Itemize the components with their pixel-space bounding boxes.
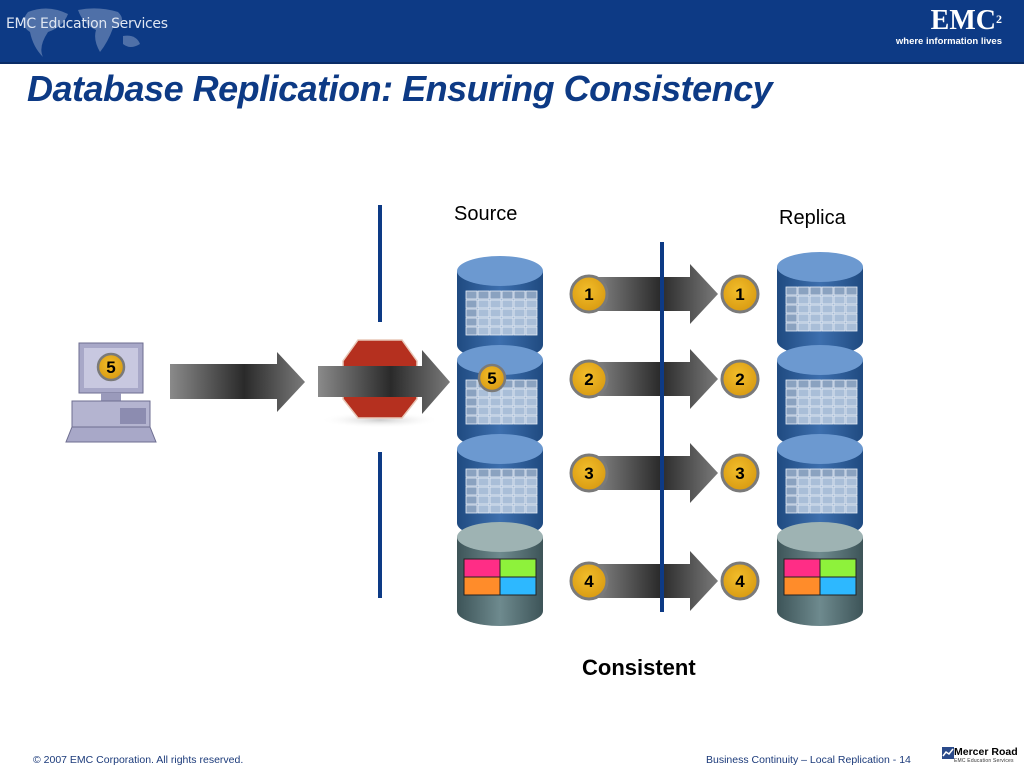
partner-name: Mercer Road [954, 746, 1018, 758]
copyright-text: © 2007 EMC Corporation. All rights reser… [33, 754, 244, 766]
blocked-write-arrow [318, 350, 450, 414]
footer-course-info: Business Continuity – Local Replication … [706, 754, 911, 766]
replica-step-badge: 1 [720, 274, 760, 314]
host-badge: 5 [96, 352, 126, 382]
page-number: 14 [899, 754, 911, 766]
replica-step-badge: 4 [720, 561, 760, 601]
mercer-road-icon [942, 747, 954, 759]
logo-superscript: 2 [996, 12, 1002, 26]
replica-label: Replica [779, 207, 846, 229]
separator: - [892, 754, 897, 766]
world-map-icon [23, 8, 140, 58]
source-step-badge-label: 2 [584, 370, 593, 389]
source-label: Source [454, 203, 518, 225]
replica-data-volume [777, 345, 863, 449]
replication-arrow [590, 264, 718, 324]
table-grid-icon [465, 290, 538, 336]
source-step-badge: 4 [569, 561, 609, 601]
source-step-badge-label: 3 [584, 464, 593, 483]
header-banner: EMC Education Services EMC2 where inform… [0, 0, 1024, 64]
source-step-badge: 1 [569, 274, 609, 314]
source-data-volume [457, 345, 543, 449]
replica-step-badge: 2 [720, 359, 760, 399]
host-computer-icon [65, 342, 157, 443]
replica-step-badge-label: 3 [735, 464, 744, 483]
replica-step-badge-label: 2 [735, 370, 744, 389]
replica-log-volume [777, 522, 863, 626]
org-name: EMC Education Services [6, 16, 168, 32]
replica-step-badge: 3 [720, 453, 760, 493]
course-title: Business Continuity – Local Replication [706, 754, 890, 766]
replica-data-volume [777, 434, 863, 538]
replica-step-badge-label: 4 [735, 572, 745, 591]
replica-data-volume [777, 252, 863, 356]
source-step-badge: 2 [569, 359, 609, 399]
consistency-status: Consistent [582, 655, 696, 680]
source-pending-badge-label: 5 [487, 369, 496, 388]
partner-subtitle: EMC Education Services [954, 758, 1014, 764]
source-data-volume [457, 256, 543, 360]
source-step-badge-label: 4 [584, 572, 594, 591]
table-grid-icon [785, 468, 858, 514]
source-log-volume [457, 522, 543, 626]
write-arrow [170, 352, 305, 412]
source-step-badge-label: 1 [584, 285, 593, 304]
partner-logo: Mercer Road EMC Education Services [942, 746, 1018, 766]
replication-arrow [590, 551, 718, 611]
source-pending-badge: 5 [477, 363, 507, 393]
replica-step-badge-label: 1 [735, 285, 744, 304]
replication-arrow [590, 349, 718, 409]
log-blocks-icon [783, 558, 857, 596]
source-data-volume [457, 434, 543, 538]
log-blocks-icon [463, 558, 537, 596]
host-badge-label: 5 [106, 358, 115, 377]
source-step-badge: 3 [569, 453, 609, 493]
emc-logo: EMC2 where information lives [895, 5, 1002, 48]
table-grid-icon [465, 468, 538, 514]
slide-title: Database Replication: Ensuring Consisten… [27, 68, 773, 109]
logo-text: EMC [930, 5, 996, 36]
table-grid-icon [785, 286, 858, 332]
table-grid-icon [785, 379, 858, 425]
replication-arrow [590, 443, 718, 503]
logo-tagline: where information lives [895, 36, 1002, 47]
